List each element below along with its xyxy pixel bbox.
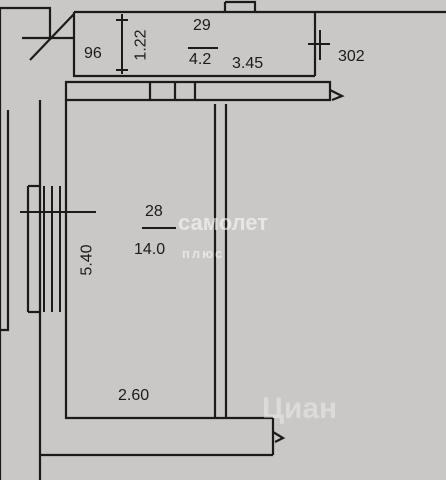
room-28-area: 14.0: [134, 241, 166, 258]
room-28-number: 28: [145, 203, 163, 220]
dimension-label-3-45: 3.45: [232, 55, 264, 72]
dimension-label-2-60: 2.60: [118, 387, 150, 404]
watermark-brand: самолет: [178, 210, 269, 235]
watermark-site: Циан: [262, 392, 338, 425]
dimension-label-1-22: 1.22: [132, 29, 150, 61]
dimension-ticks: [116, 14, 330, 229]
watermark-sub: плюс: [182, 246, 225, 261]
room-29-number: 29: [193, 17, 211, 34]
dimension-label-96: 96: [84, 45, 102, 62]
dimension-label-302: 302: [338, 48, 365, 65]
room-29-area: 4.2: [189, 51, 212, 68]
window-hatch: [20, 186, 96, 312]
dimension-label-5-40: 5.40: [78, 244, 96, 276]
